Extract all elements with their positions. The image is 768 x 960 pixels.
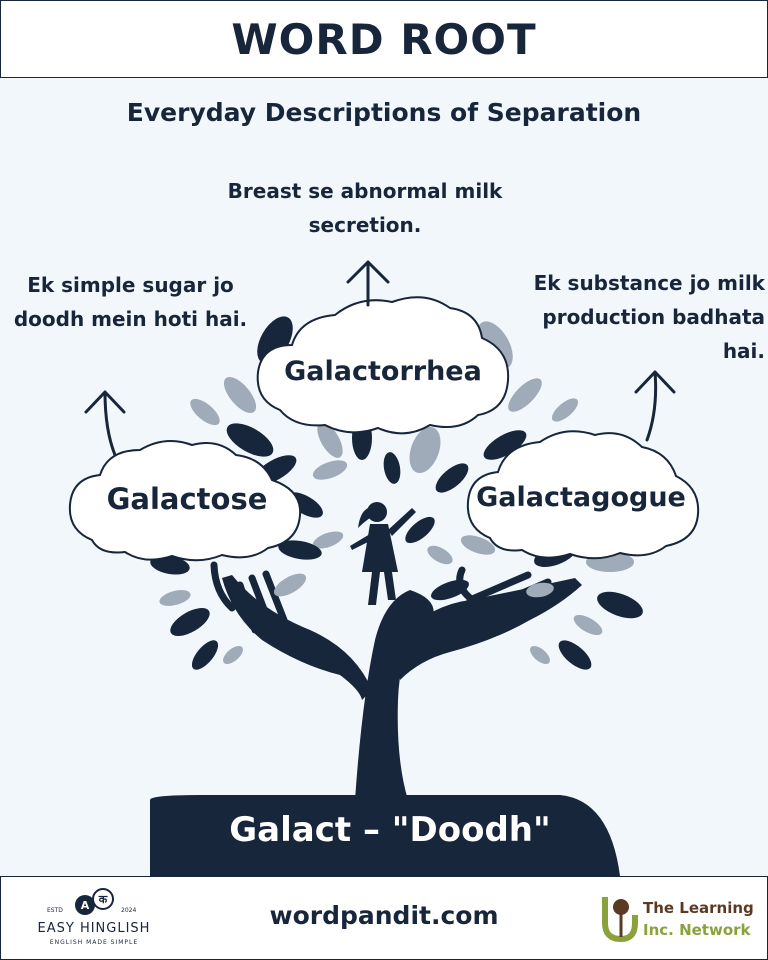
- leaf: [530, 646, 550, 664]
- leaf: [597, 591, 643, 619]
- easy-hinglish-name: EASY HINGLISH: [37, 921, 151, 936]
- root-word-label: Galact – "Doodh": [229, 810, 551, 850]
- leaf: [159, 590, 191, 606]
- cloud-label-galactagogue: Galactagogue: [476, 482, 686, 513]
- learning-inc-line2: Inc. Network: [643, 921, 751, 939]
- subtitle: Everyday Descriptions of Separation: [126, 98, 642, 127]
- leaves: [150, 316, 643, 670]
- right-fingers: [456, 566, 569, 616]
- child-figure: [350, 502, 416, 605]
- leaf: [431, 579, 469, 601]
- footer: A क ESTD 2024 EASY HINGLISH ENGLISH MADE…: [0, 876, 768, 960]
- cloud-label-galactorrhea: Galactorrhea: [284, 356, 482, 387]
- website-link[interactable]: wordpandit.com: [269, 901, 499, 930]
- description-galactorrhea: Breast se abnormal milk secretion.: [227, 179, 503, 237]
- arrows: [84, 260, 676, 457]
- leaf: [573, 614, 603, 636]
- description-galactose: Ek simple sugar jo doodh mein hoti hai.: [13, 273, 248, 331]
- leaf: [508, 378, 542, 412]
- leaf: [273, 573, 307, 597]
- leaf: [312, 460, 348, 480]
- leaf: [170, 608, 210, 636]
- arrow-top: [346, 260, 390, 307]
- leaf: [551, 398, 579, 422]
- speech-bubbles-icon: A क: [75, 888, 114, 915]
- leaf: [483, 430, 527, 460]
- cloud-galactagogue: [466, 430, 700, 560]
- leaf: [226, 423, 274, 457]
- cloud-galactorrhea: [256, 296, 510, 435]
- left-fingers: [210, 561, 288, 634]
- leaf: [526, 582, 554, 598]
- leaf: [383, 452, 401, 484]
- leaf: [223, 646, 243, 664]
- ground-mound: [150, 795, 620, 876]
- easy-hinglish-logo: A क ESTD 2024 EASY HINGLISH ENGLISH MADE…: [29, 887, 159, 951]
- learning-inc-logo: The Learning Inc. Network: [599, 889, 759, 949]
- leaf: [558, 640, 592, 670]
- tree-trunk: [355, 590, 434, 800]
- leaf: [405, 516, 435, 544]
- leaf: [312, 531, 344, 549]
- leaf: [435, 463, 469, 493]
- leaf: [150, 555, 190, 575]
- estd-year: 2024: [121, 907, 137, 914]
- easy-hinglish-tagline: ENGLISH MADE SIMPLE: [49, 939, 139, 946]
- leaf: [191, 640, 219, 670]
- arrow-right: [634, 370, 676, 442]
- cloud-label-galactose: Galactose: [106, 482, 268, 516]
- tree-u-icon: [602, 897, 638, 943]
- leaf: [223, 376, 257, 414]
- glyph-a: A: [81, 899, 90, 912]
- arrow-left: [84, 390, 126, 457]
- leaf: [278, 540, 322, 560]
- header-banner: WORD ROOT: [0, 0, 768, 78]
- leaf: [409, 426, 441, 474]
- page-title: WORD ROOT: [231, 14, 537, 64]
- leaf: [190, 398, 220, 426]
- cloud-galactose: [68, 440, 302, 562]
- learning-inc-line1: The Learning: [643, 899, 754, 917]
- leaf: [460, 535, 496, 555]
- glyph-ka: क: [98, 893, 108, 906]
- leaf: [317, 422, 343, 458]
- leaf: [427, 545, 453, 565]
- description-galactagogue: Ek substance jo milk production badhata …: [533, 271, 765, 363]
- estd-label: ESTD: [47, 907, 63, 914]
